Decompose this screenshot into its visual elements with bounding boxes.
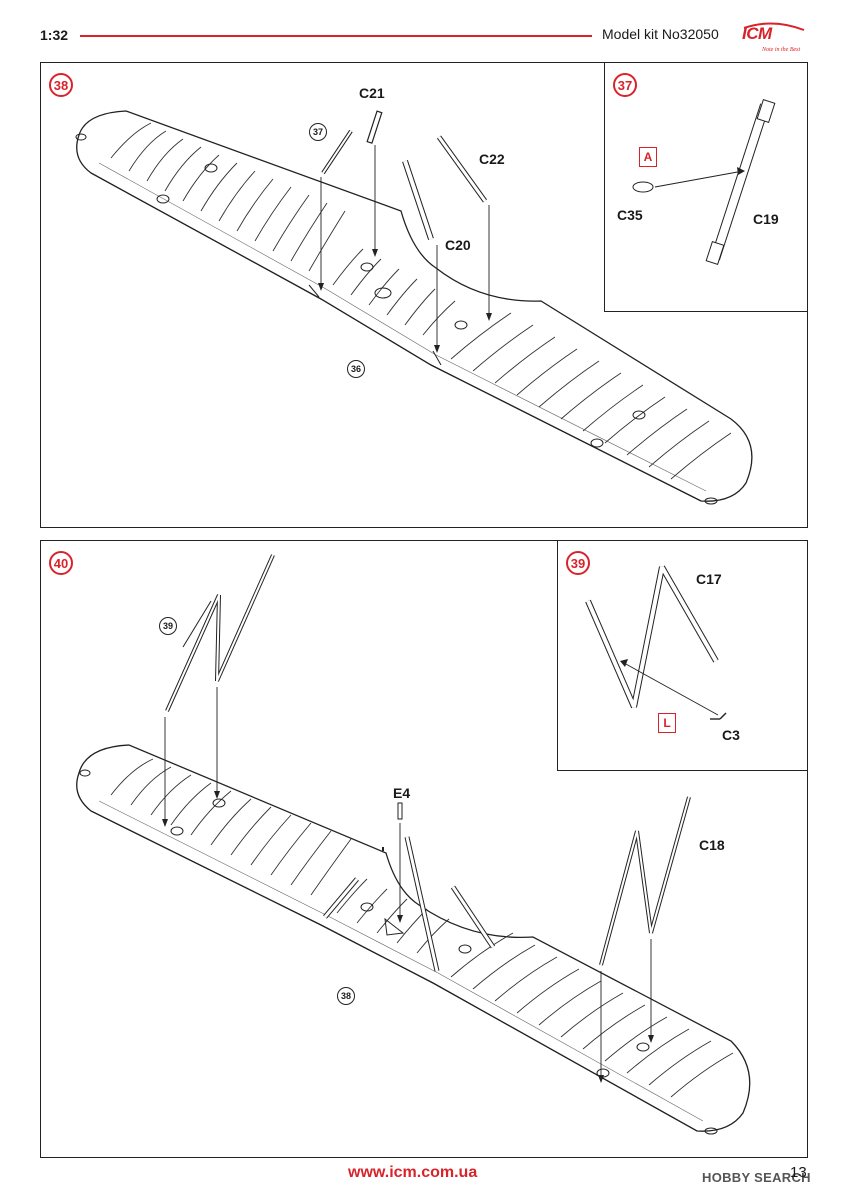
step-reference: 39 — [159, 617, 177, 635]
step-number-badge: 39 — [566, 551, 590, 575]
part-label: C21 — [359, 85, 385, 101]
lower-wing-drawing — [76, 554, 751, 1135]
part-label: C35 — [617, 207, 643, 223]
step-39-inset: 39 L C17 C3 — [557, 540, 808, 771]
step-number-badge: 37 — [613, 73, 637, 97]
website-url[interactable]: www.icm.com.ua — [348, 1164, 478, 1181]
part-label: C20 — [445, 237, 471, 253]
part-label: C19 — [753, 211, 779, 227]
step-reference: 36 — [347, 360, 365, 378]
source-watermark: HOBBY SEARCH — [702, 1170, 811, 1185]
icm-logo — [743, 22, 805, 31]
upper-wing-drawing — [75, 110, 753, 505]
step-reference: 37 — [309, 123, 327, 141]
kit-number: Model kit No32050 — [602, 26, 719, 42]
part-label: E4 — [393, 785, 411, 801]
n-strut-assembly-drawing — [585, 565, 727, 720]
strut-assembly-drawing — [632, 99, 776, 265]
logo-tagline: Note in the Best — [762, 47, 801, 53]
page-number: 13 — [790, 1164, 807, 1181]
header-divider — [80, 35, 592, 37]
step-reference: 38 — [337, 987, 355, 1005]
part-label: C17 — [696, 571, 722, 587]
scale-label: 1:32 — [40, 27, 69, 43]
step-37-inset: 37 A C35 C19 — [604, 62, 808, 312]
part-label: C18 — [699, 837, 725, 853]
step-number-badge: 38 — [49, 73, 73, 97]
part-label: C3 — [722, 727, 740, 743]
paint-code-tag: L — [658, 713, 676, 733]
logo-brand: ICM — [742, 24, 772, 43]
part-label: C22 — [479, 151, 505, 167]
paint-code-tag: A — [639, 147, 657, 167]
step-number-badge: 40 — [49, 551, 73, 575]
